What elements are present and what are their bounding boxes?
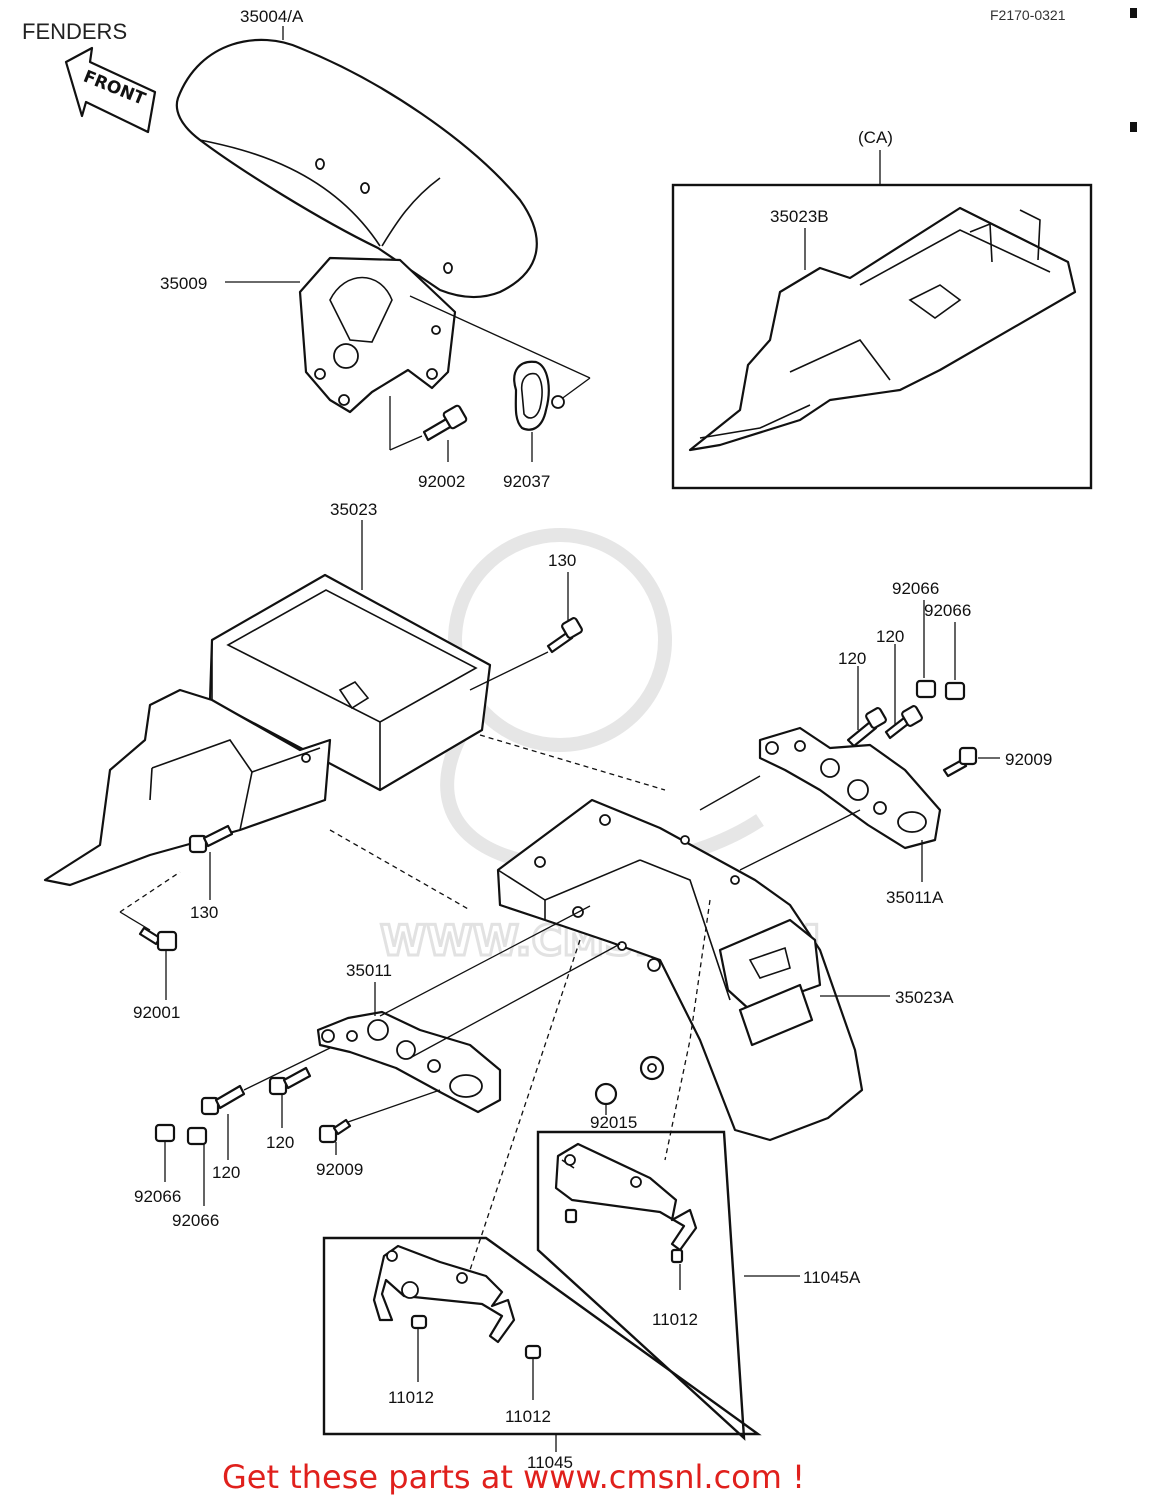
- rear-fender-35023B: [688, 206, 1077, 452]
- reflector-bracket-11045A: [554, 1142, 698, 1264]
- label-35011: 35011: [346, 961, 392, 980]
- bolt-130-bottom: [188, 824, 234, 854]
- label-11045: 11045: [527, 1453, 573, 1472]
- label-35004A: 35004/A: [240, 7, 304, 26]
- page-mark-top: [1130, 8, 1137, 18]
- front-arrow-icon: FRONT: [64, 46, 157, 134]
- inset-11045A-box: [536, 1130, 746, 1441]
- label-92066-a: 92066: [892, 579, 939, 598]
- label-120-d: 120: [266, 1133, 294, 1152]
- label-120-c: 120: [212, 1163, 240, 1182]
- label-92066-b: 92066: [924, 601, 971, 620]
- label-11012-c: 11012: [505, 1407, 551, 1426]
- grommet-92037: [513, 360, 565, 431]
- label-35023A: 35023A: [895, 988, 954, 1007]
- nut-92066-left-a: [154, 1123, 176, 1143]
- label-11012-b: 11012: [388, 1388, 434, 1407]
- bolt-130-top: [546, 617, 583, 654]
- label-35023B: 35023B: [770, 207, 829, 226]
- label-35011A: 35011A: [886, 888, 944, 907]
- washer-92015: [594, 1082, 618, 1106]
- bolt-120-left-a: [200, 1084, 246, 1116]
- page-mark-mid: [1130, 122, 1137, 132]
- nut-92066-right-b: [944, 681, 966, 701]
- fender-bracket-35009: [298, 256, 457, 414]
- nut-92015: [639, 1055, 665, 1081]
- inset-11045-box: [322, 1236, 762, 1436]
- bolt-92009-left: [318, 1118, 352, 1144]
- page-title: FENDERS: [22, 19, 127, 44]
- label-ca-group: (CA): [858, 128, 893, 147]
- label-92002: 92002: [418, 472, 465, 491]
- rear-fender-35023A: [496, 798, 864, 1142]
- label-120-a: 120: [838, 649, 866, 668]
- label-92001: 92001: [133, 1003, 180, 1022]
- ca-inset-box: [671, 183, 1093, 490]
- label-11012-a: 11012: [652, 1310, 698, 1329]
- footer-banner[interactable]: Get these parts at www.cmsnl.com !: [222, 1458, 805, 1496]
- bolt-92002: [422, 404, 468, 442]
- label-92037: 92037: [503, 472, 550, 491]
- front-fender: [175, 38, 538, 299]
- bolt-92009-right: [942, 746, 978, 778]
- nut-92066-right-a: [915, 679, 937, 699]
- bolt-120-right-b: [884, 705, 923, 740]
- rear-inner-fender-35023: [43, 573, 492, 887]
- bracket-35011: [316, 1010, 502, 1114]
- label-130-top: 130: [548, 551, 576, 570]
- label-120-b: 120: [876, 627, 904, 646]
- bolt-120-right-a: [846, 707, 887, 748]
- label-130-bottom: 130: [190, 903, 218, 922]
- nut-92066-left-b: [186, 1126, 208, 1146]
- bolt-92001: [138, 926, 178, 952]
- label-92015: 92015: [590, 1113, 637, 1132]
- label-92009-right: 92009: [1005, 750, 1052, 769]
- label-92066-d: 92066: [172, 1211, 219, 1230]
- label-92066-c: 92066: [134, 1187, 181, 1206]
- figure-code: F2170-0321: [990, 7, 1066, 23]
- label-35023: 35023: [330, 500, 377, 519]
- bolt-120-left-b: [268, 1066, 312, 1096]
- label-11045A: 11045A: [803, 1268, 861, 1287]
- reflector-bracket-11045: [372, 1244, 542, 1360]
- label-35009: 35009: [160, 274, 207, 293]
- bracket-35011A: [758, 726, 942, 850]
- label-92009-left: 92009: [316, 1160, 363, 1179]
